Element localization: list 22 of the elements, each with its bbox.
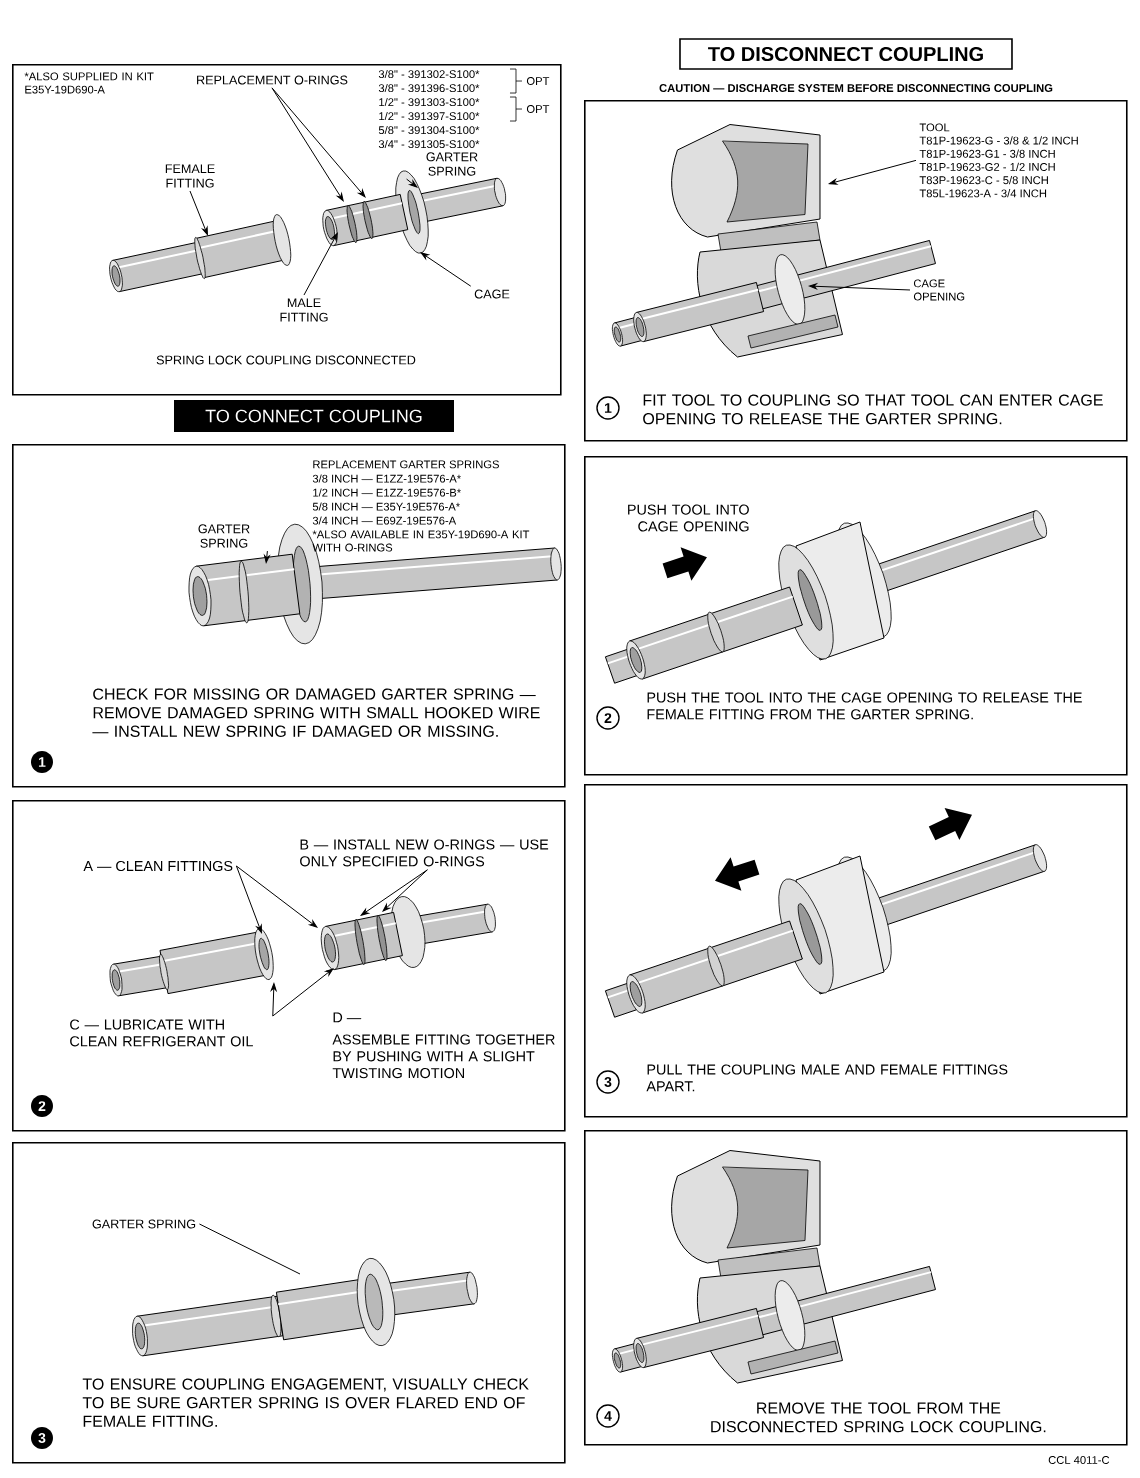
section-heading: TO DISCONNECT COUPLING [679,38,1013,70]
leader-line [189,190,208,236]
leader-line [382,869,428,912]
leader-line [270,983,277,1017]
leader-line [828,159,917,185]
leader-line [198,1223,301,1275]
leader-line [406,178,418,188]
leader-line [303,232,338,296]
leader-line [235,865,318,928]
instruction-text: REMOVE THE TOOL FROM THE DISCONNECTED SPRING LOCK COUPLING. [711,1402,1046,1433]
instruction-text: FIT TOOL TO COUPLING SO THAT TOOL CAN ENTER CAGE OPENING TO RELEASE THE GARTER SPRING. [643,394,1103,425]
leader-line [420,252,472,287]
leader-line [360,869,428,916]
leader-line [272,968,334,1017]
leader-line [264,550,270,563]
leader-line [271,87,344,202]
leader-line [235,865,262,934]
instruction-text: TO ENSURE COUPLING ENGAGEMENT, VISUALLY CHECK TO BE SURE GARTER SPRING IS OVER FLARED END OF FEMALE FITTING. [82,1378,529,1427]
leader-line [809,283,911,291]
section-heading: TO CONNECT COUPLING [174,400,454,432]
leader-line [271,87,366,198]
instruction-text: CHECK FOR MISSING OR DAMAGED GARTER SPRING — REMOVE DAMAGED SPRING WITH SMALL HOOKED WIRE — INSTALL NEW SPRING IF DAMAGED OR MISSING. [92,688,540,737]
